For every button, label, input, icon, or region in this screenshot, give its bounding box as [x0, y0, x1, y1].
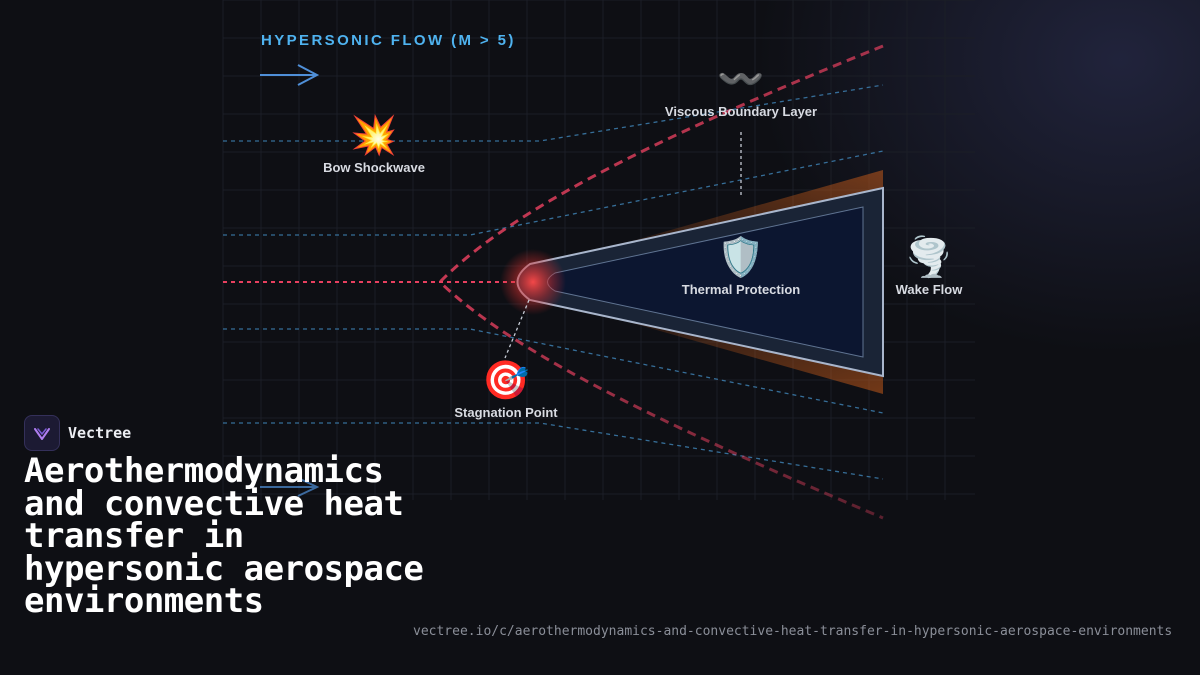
- brand-name: Vectree: [68, 424, 132, 442]
- streamline-1: [223, 84, 884, 142]
- viscous-boundary-layer-node: 〰️ Viscous Boundary Layer: [641, 58, 841, 119]
- viscous-boundary-layer-label: Viscous Boundary Layer: [664, 104, 818, 119]
- bow-shockwave-label: Bow Shockwave: [323, 160, 425, 175]
- stagnation-glow: [500, 249, 566, 315]
- wave-icon: 〰️: [717, 59, 765, 101]
- streamline-4: [223, 328, 884, 414]
- tornado-icon: 🌪️: [905, 237, 953, 279]
- brand: Vectree: [24, 415, 131, 451]
- shield-icon: 🛡️: [717, 237, 765, 279]
- thermal-protection-node: 🛡️ Thermal Protection: [641, 236, 841, 297]
- wake-flow-node: 🌪️ Wake Flow: [829, 236, 1029, 297]
- flow-arrow-bottom: [260, 477, 320, 497]
- streamline-2: [223, 150, 884, 236]
- vectree-logo-icon: [24, 415, 60, 451]
- flow-arrow-top: [260, 64, 320, 86]
- stagnation-leader: [504, 299, 530, 359]
- page-url: vectree.io/c/aerothermodynamics-and-conv…: [413, 624, 1173, 639]
- stagnation-point-label: Stagnation Point: [454, 405, 558, 420]
- bow-shock: [437, 44, 884, 520]
- bow-shockwave-node: 💥 Bow Shockwave: [274, 114, 474, 175]
- wake-flow-label: Wake Flow: [895, 282, 963, 297]
- explosion-icon: 💥: [350, 115, 398, 157]
- stagnation-point-node: 🎯 Stagnation Point: [406, 359, 606, 420]
- page-title: Aerothermodynamics and convective heat t…: [24, 451, 424, 621]
- flow-title: HYPERSONIC FLOW (M > 5): [261, 32, 516, 49]
- thermal-protection-label: Thermal Protection: [681, 282, 801, 297]
- target-icon: 🎯: [482, 360, 530, 402]
- streamlines: [223, 84, 884, 480]
- streamline-5: [223, 422, 884, 480]
